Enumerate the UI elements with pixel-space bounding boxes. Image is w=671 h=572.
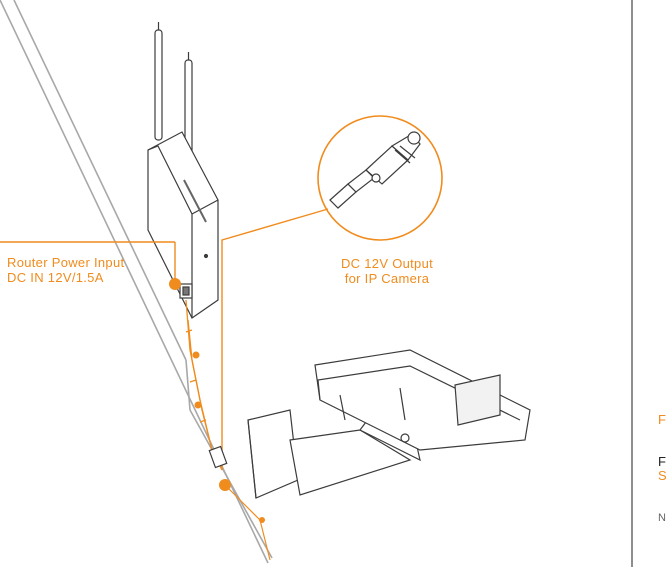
pole	[0, 0, 273, 564]
cable-junction	[208, 445, 228, 469]
router-antennas	[154, 22, 193, 156]
power-cable	[185, 299, 223, 471]
edge-text-a: F	[658, 412, 666, 427]
connector-zoom	[317, 115, 443, 241]
edge-text-b: F	[658, 454, 666, 469]
router-power-label: Router Power Input DC IN 12V/1.5A	[7, 255, 124, 285]
power-input-dot	[169, 278, 181, 290]
camera-cable	[224, 484, 271, 561]
dc-output-line1: DC 12V Output	[340, 256, 434, 271]
dc-output-label: DC 12V Output for IP Camera	[332, 256, 442, 286]
dc-output-line2: for IP Camera	[344, 271, 430, 286]
router-power-line2: DC IN 12V/1.5A	[7, 270, 104, 285]
ip-camera	[247, 349, 531, 499]
edge-text-d: N	[658, 512, 666, 524]
router-body	[147, 131, 219, 319]
router-callout	[0, 241, 176, 282]
router-power-line1: Router Power Input	[7, 255, 125, 270]
output-callout	[221, 208, 329, 470]
edge-text-c: S	[658, 468, 667, 483]
